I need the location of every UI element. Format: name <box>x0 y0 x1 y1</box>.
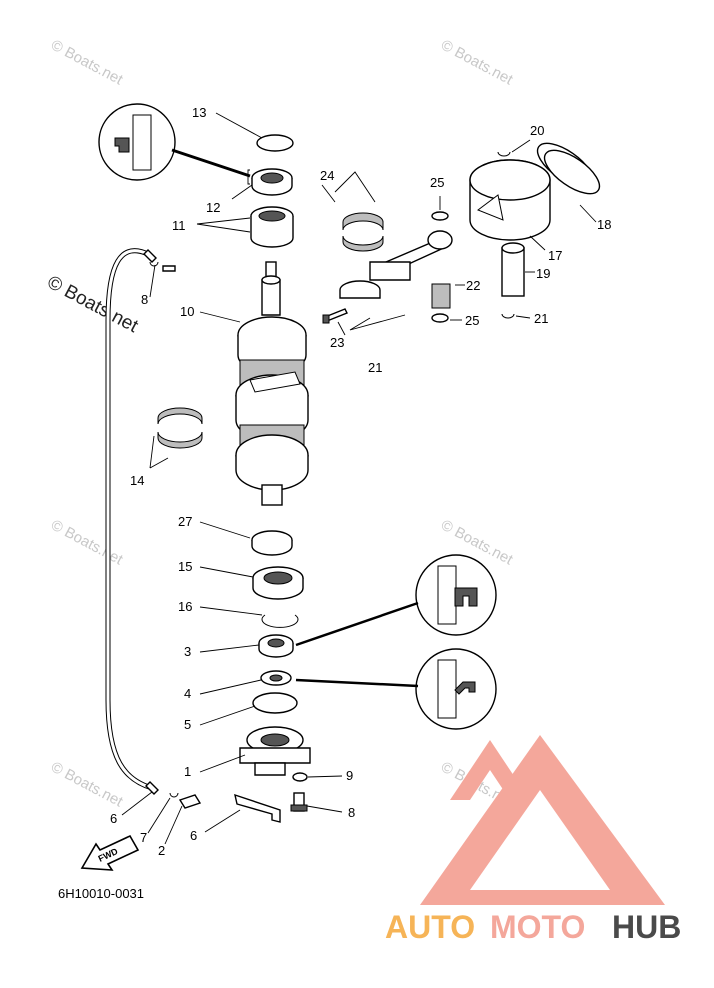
bolt-9 <box>290 792 308 812</box>
callout-22: 21 <box>368 360 382 375</box>
leader-lines <box>121 112 597 845</box>
hose-7 <box>105 248 159 795</box>
callout-13: 12 <box>206 200 220 215</box>
callout-8-top: 8 <box>141 292 148 307</box>
callout-11: 10 <box>180 304 194 319</box>
fitting-2 <box>178 794 202 809</box>
watermark-text: © Boats.net <box>438 37 516 89</box>
callout-5: 5 <box>184 717 191 732</box>
brand-auto: AUTO <box>385 909 475 945</box>
piston-rings-19 <box>536 142 601 195</box>
bearing-half-15 <box>157 407 203 449</box>
callout-7: 6 <box>110 811 117 826</box>
bearing-24 <box>431 283 451 309</box>
watermark-text: © Boats.net <box>48 37 126 89</box>
circlip-17 <box>261 614 299 628</box>
callout-2: 2 <box>158 843 165 858</box>
washer-10 <box>292 772 308 782</box>
piston-pin-20 <box>501 242 525 297</box>
callout-3: 3 <box>184 644 191 659</box>
washer-25 <box>431 211 449 323</box>
housing-1 <box>239 726 311 776</box>
callout-19: 18 <box>597 217 611 232</box>
callout-20: 19 <box>536 266 550 281</box>
diagram-code: 6H10010-0031 <box>58 886 144 901</box>
watermark-text: © Boats.net <box>48 517 126 569</box>
watermark-text-large: © Boats.net <box>44 272 142 338</box>
callout-25-bottom: 25 <box>465 313 479 328</box>
callout-21-top: 20 <box>530 123 544 138</box>
detail-circle-low <box>295 648 497 730</box>
brand-moto: MOTO <box>490 909 585 945</box>
conrod-22 <box>339 230 453 299</box>
callout-16: 15 <box>178 559 192 574</box>
crankshaft-11 <box>235 261 309 506</box>
callout-9: 8 <box>348 805 355 820</box>
callout-labels: 13 12 11 10 8 14 24 25 20 18 17 19 22 25… <box>110 105 611 858</box>
watermark-text: © Boats.net <box>48 759 126 811</box>
labyrinth-27 <box>251 530 293 556</box>
callout-10: 9 <box>346 768 353 783</box>
detail-circle-top <box>98 103 251 181</box>
detail-circle-mid <box>295 554 497 647</box>
bolt-23 <box>322 308 348 324</box>
brand-logo: AUTO MOTO HUB <box>385 735 681 945</box>
oring-5 <box>252 692 298 714</box>
oring-14 <box>256 134 294 152</box>
callout-1: 1 <box>184 764 191 779</box>
callout-23: 23 <box>330 335 344 350</box>
piston-18 <box>469 159 551 241</box>
fwd-arrow: FWD <box>80 834 140 871</box>
bracket-6 <box>234 793 281 823</box>
callout-8-bottom: 7 <box>140 830 147 845</box>
clip-21 <box>497 151 515 319</box>
callout-12: 11 <box>172 218 186 233</box>
callout-14: 13 <box>192 105 206 120</box>
callout-27: 27 <box>178 514 192 529</box>
callout-18: 17 <box>548 248 562 263</box>
bearing-16 <box>252 566 304 600</box>
callout-6: 6 <box>190 828 197 843</box>
clip-8 <box>149 261 179 798</box>
seal-13 <box>251 168 293 196</box>
callout-24: 22 <box>466 278 480 293</box>
callout-4: 4 <box>184 686 191 701</box>
seal-3 <box>258 634 294 658</box>
brand-hub: HUB <box>612 909 681 945</box>
callout-17: 16 <box>178 599 192 614</box>
callout-26: 24 <box>320 168 334 183</box>
callout-21-bottom: 21 <box>534 311 548 326</box>
callout-25-top: 25 <box>430 175 444 190</box>
seal-4 <box>260 670 292 686</box>
callout-15: 14 <box>130 473 144 488</box>
bearing-12 <box>250 206 294 248</box>
bearing-26 <box>342 212 384 252</box>
